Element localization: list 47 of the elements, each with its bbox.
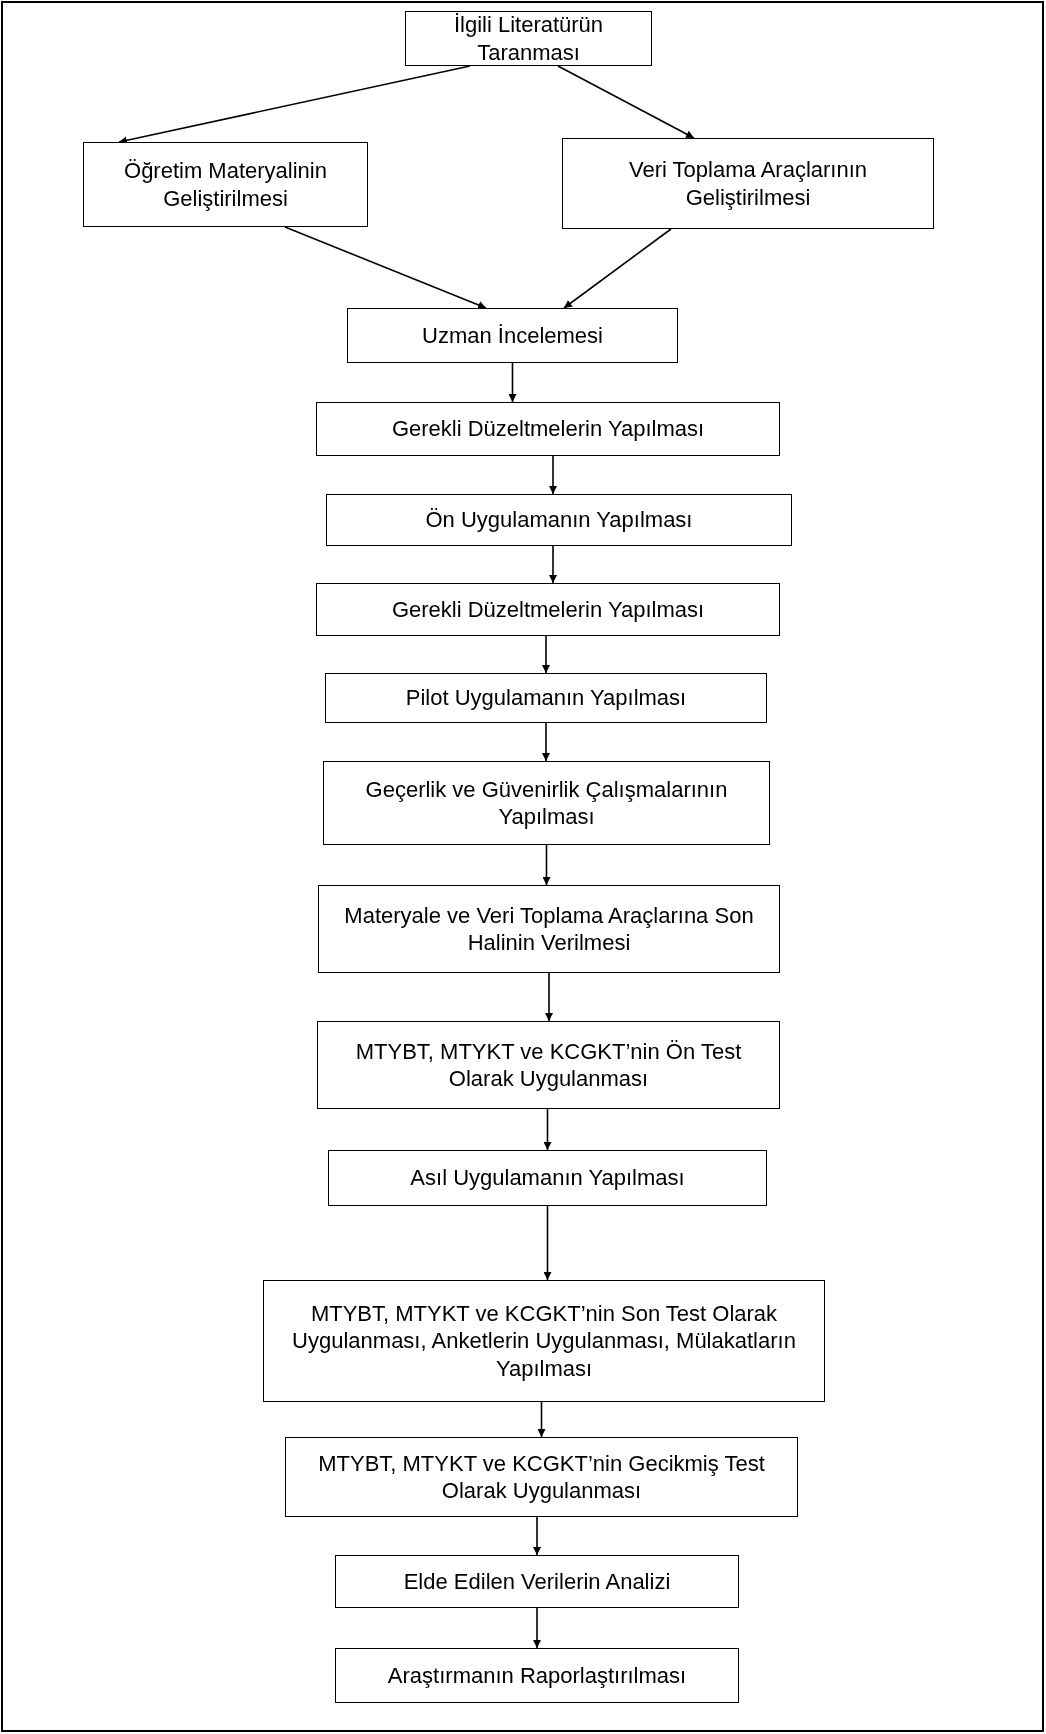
arrow [563, 228, 672, 309]
process-box [562, 138, 934, 229]
process-box [335, 1555, 739, 1608]
step-text: Veri Toplama Araçlarının Geliştirilmesi [627, 156, 869, 211]
arrow [542, 844, 551, 886]
arrow [537, 1401, 546, 1438]
process-box [263, 1280, 825, 1402]
process-box [328, 1150, 767, 1206]
process-box [317, 1021, 780, 1109]
arrow [508, 362, 517, 403]
step-text: Gerekli Düzeltmelerin Yapılması [391, 415, 705, 443]
process-box [318, 885, 780, 973]
arrow [542, 722, 550, 762]
process-box [326, 494, 792, 546]
step-text: Pilot Uygulamanın Yapılması [405, 684, 687, 712]
arrow [542, 635, 550, 674]
step-text: Öğretim Materyalinin Geliştirilmesi [123, 157, 328, 212]
step-text: Asıl Uygulamanın Yapılması [410, 1164, 685, 1192]
step-text: Elde Edilen Verilerin Analizi [403, 1567, 671, 1596]
process-box [335, 1648, 739, 1703]
arrow [545, 972, 553, 1022]
arrow [549, 545, 557, 584]
arrow [557, 65, 695, 139]
step-text: Geçerlik ve Güvenirlik Çalışmalarının Yapılması [364, 775, 729, 831]
step-text: Gerekli Düzeltmelerin Yapılması [391, 595, 705, 624]
step-text: MTYBT, MTYKT ve KCGKT’nin Ön Test Olarak Uygulanması [354, 1037, 743, 1093]
process-box [347, 308, 678, 363]
process-box [405, 11, 652, 66]
process-box [325, 673, 767, 723]
process-box [83, 142, 368, 227]
step-text: MTYBT, MTYKT ve KCGKT’nin Gecikmiş Test Olarak Uygulanması [317, 1449, 766, 1505]
arrow [284, 226, 487, 309]
step-text: Materyale ve Veri Toplama Araçlarına Son Halinin Verilmesi [343, 901, 755, 957]
step-text: Ön Uygulamanın Yapılması [425, 506, 693, 534]
step-text: Araştırmanın Raporlaştırılması [387, 1661, 687, 1690]
step-text: İlgili Literatürün Taranması [452, 11, 605, 66]
arrow [533, 1607, 541, 1649]
process-box [316, 583, 780, 636]
step-text: Uzman İncelemesi [422, 321, 603, 350]
arrow [533, 1516, 541, 1556]
process-box [323, 761, 770, 845]
arrow [543, 1108, 552, 1151]
arrow [549, 455, 557, 495]
process-box [285, 1437, 798, 1517]
step-text: MTYBT, MTYKT ve KCGKT’nin Son Test Olarak Uygulanması, Anketlerin Uygulanması, Mülakatların Yapılması [291, 1299, 797, 1383]
arrow [543, 1205, 552, 1281]
process-box [316, 402, 780, 456]
